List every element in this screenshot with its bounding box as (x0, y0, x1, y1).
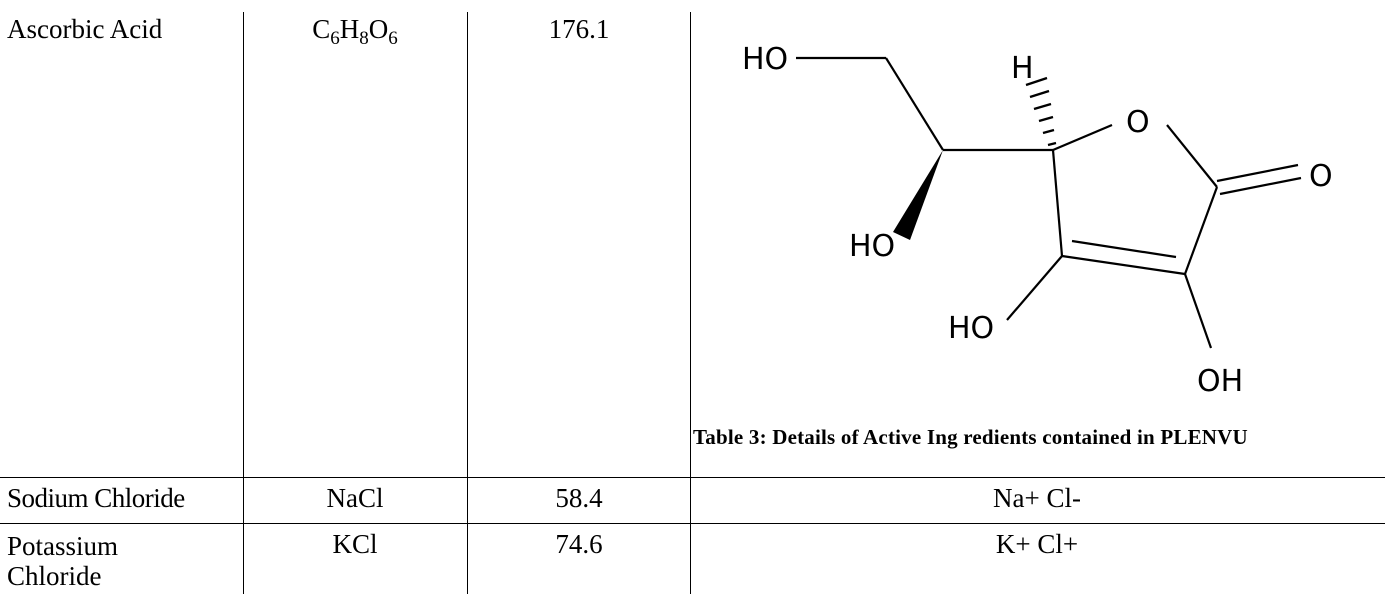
ascorbic-acid-structure: HO H O O HO HO OH (742, 42, 1333, 399)
chemical-formula: KCl (332, 529, 378, 559)
formula-count: 8 (359, 28, 369, 49)
molecular-weight: 176.1 (548, 14, 610, 44)
ionic-structure: K+ Cl+ (995, 529, 1079, 559)
atom-label: H (1011, 51, 1034, 86)
atom-label: HO (742, 42, 788, 77)
formula-count: 6 (388, 28, 398, 49)
atom-label: O (1309, 159, 1333, 194)
formula-element: C (312, 14, 331, 44)
molecular-weight: 74.6 (555, 529, 603, 559)
ingredient-name: Ascorbic Acid (7, 14, 163, 44)
atom-label: O (1126, 105, 1150, 140)
row-divider-1 (0, 477, 1385, 478)
column-divider-2 (467, 12, 468, 594)
chemical-formula: NaCl (326, 483, 384, 513)
atom-label: HO (849, 229, 895, 264)
atom-label: HO (948, 311, 994, 346)
row-divider-2 (0, 523, 1385, 524)
formula-element: H (339, 14, 360, 44)
formula-element: O (368, 14, 389, 44)
ingredient-name: Potassium Chloride (7, 531, 119, 591)
atom-label: OH (1197, 364, 1243, 399)
molecular-weight: 58.4 (555, 483, 603, 513)
table-caption: Table 3: Details of Active Ing redients … (693, 425, 1248, 449)
column-divider-3 (690, 12, 691, 594)
column-divider-1 (243, 12, 244, 594)
formula-count: 6 (330, 28, 340, 49)
ingredient-name: Sodium Chloride (7, 483, 185, 513)
chemical-formula: C6H8O6 (245, 14, 465, 48)
ionic-structure: Na+ Cl- (993, 483, 1081, 513)
